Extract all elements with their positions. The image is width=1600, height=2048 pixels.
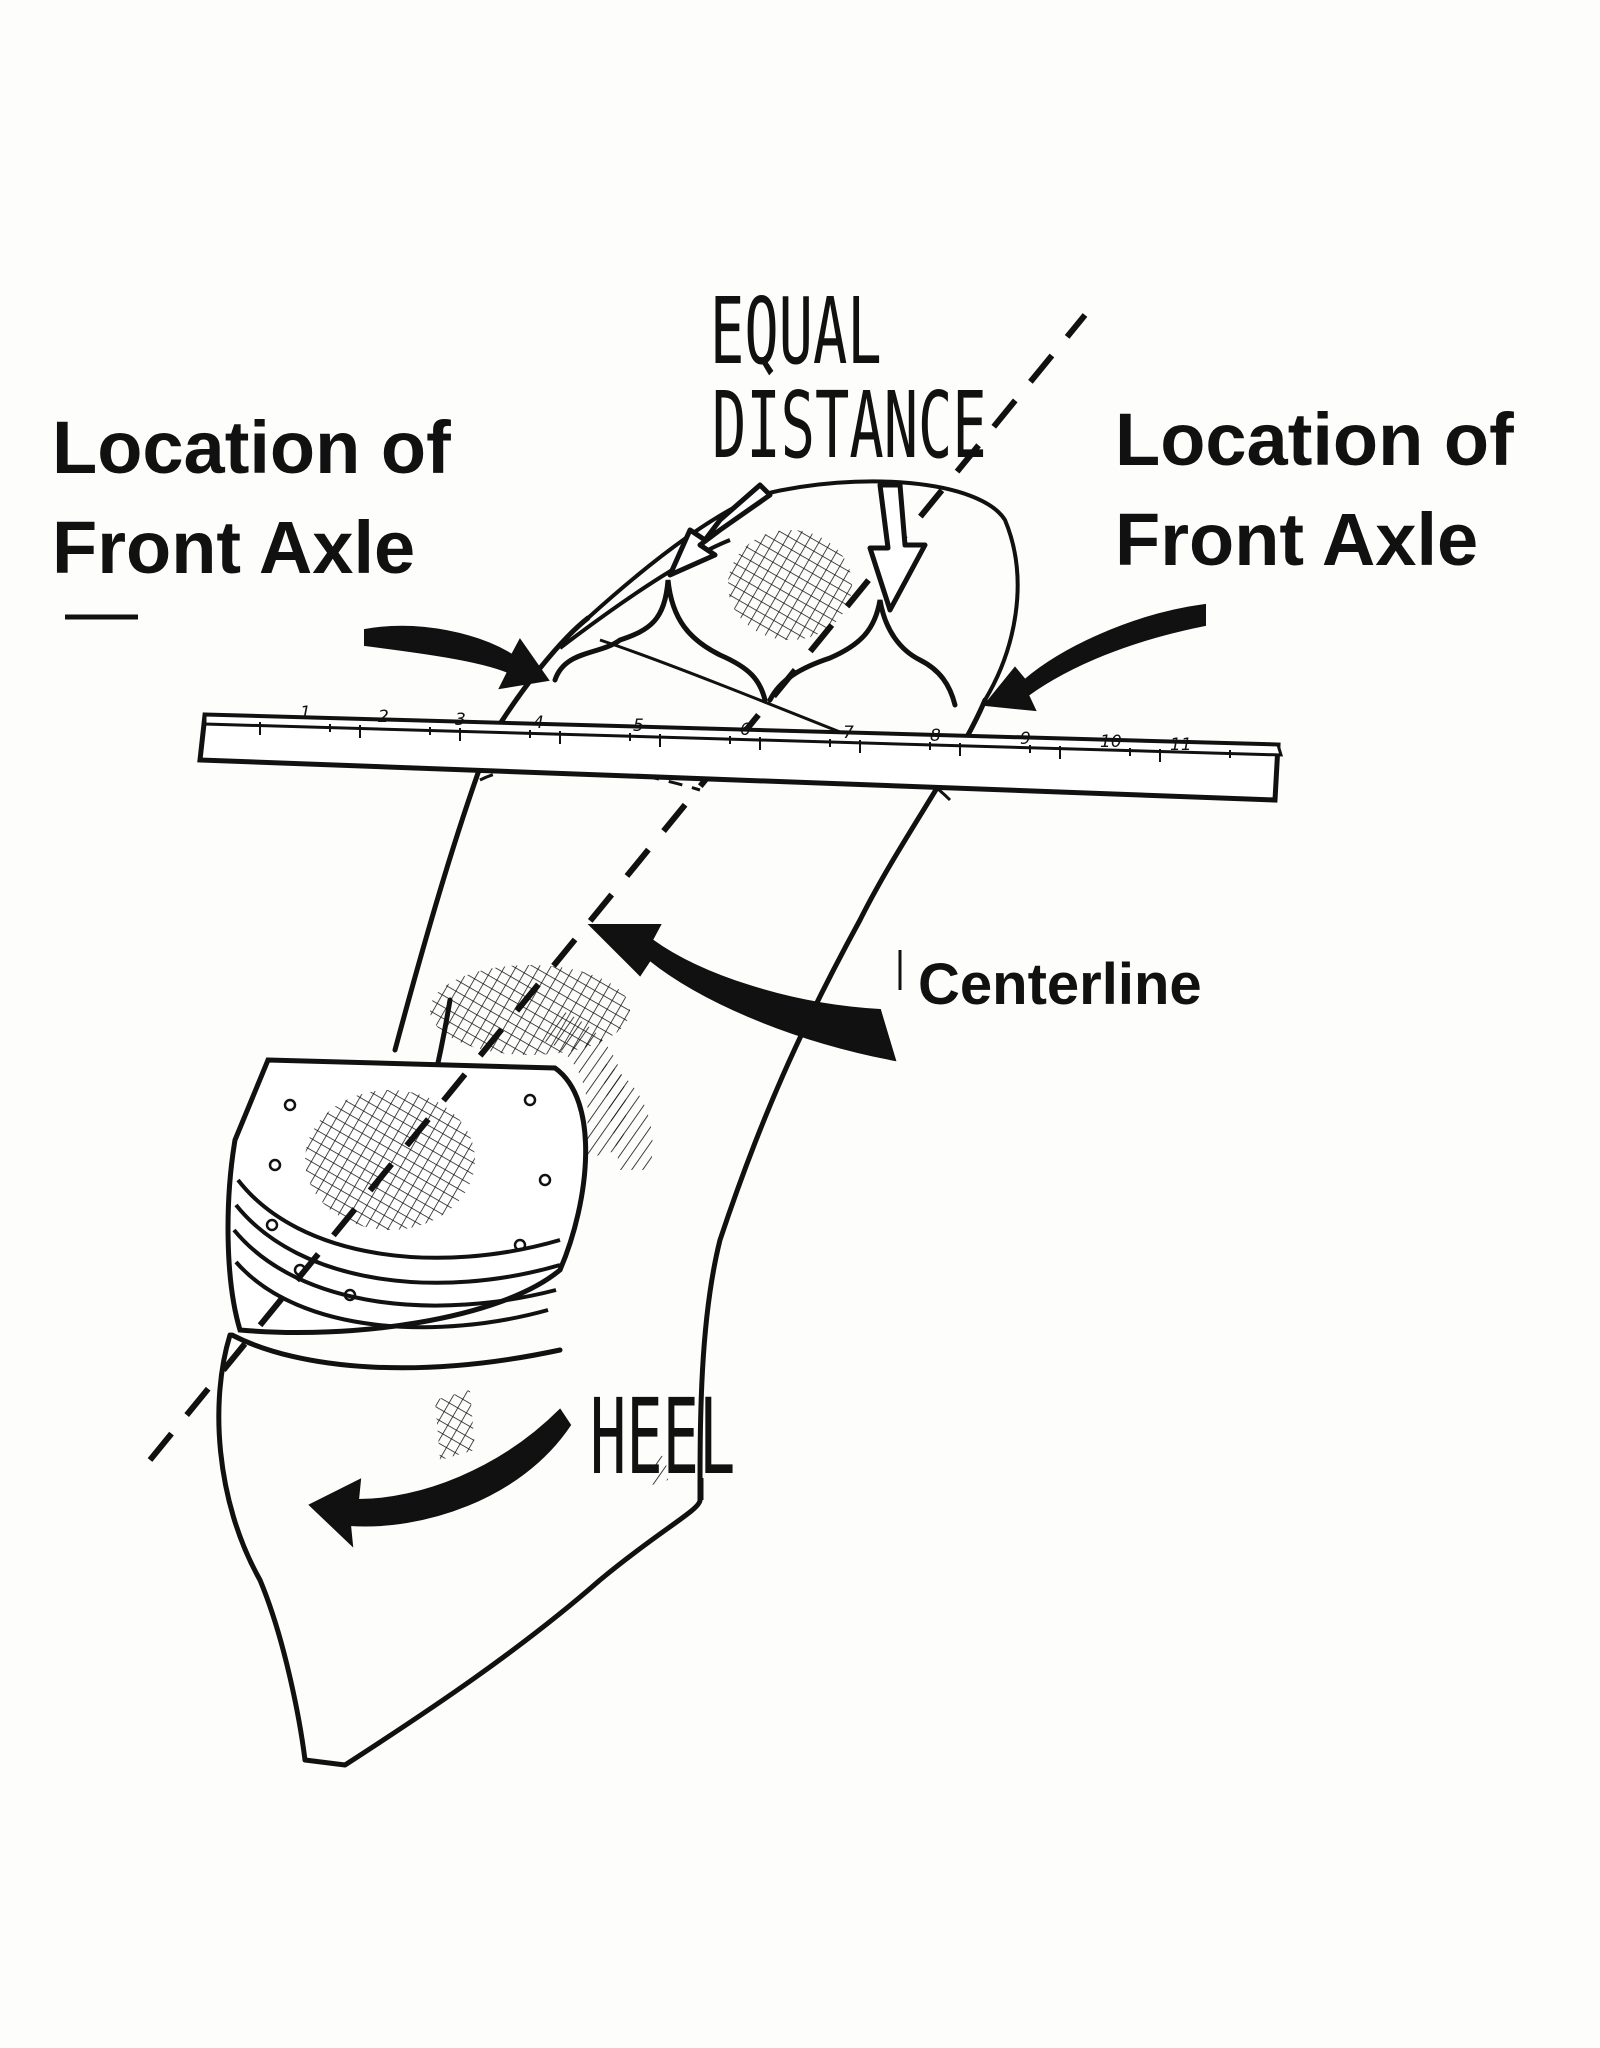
ruler-number: 11 [1170, 735, 1192, 755]
ruler-number: 6 [740, 720, 751, 740]
arrow-right-axle [983, 603, 1206, 712]
distance-label: DISTANCE [712, 372, 987, 479]
heel-label: HEEL [590, 1376, 736, 1498]
equal-distance-braces [552, 579, 958, 708]
ruler-number: 8 [930, 726, 941, 746]
ruler [197, 712, 1284, 803]
nail-holes [265, 1093, 552, 1302]
ruler-number: 7 [843, 723, 854, 743]
ruler-number: 9 [1020, 729, 1031, 749]
front-axle-label-left: Location of Front Axle [52, 398, 451, 598]
ruler-numbers: 1 2 3 4 5 6 7 8 9 10 11 [300, 703, 1192, 755]
front-axle-right-line1: Location of [1115, 398, 1514, 481]
front-axle-label-right: Location of Front Axle [1115, 390, 1514, 590]
heel-shading [305, 1090, 475, 1230]
centerline-label: Centerline [918, 952, 1202, 1017]
arrow-left-axle [364, 625, 550, 690]
bar-shading [540, 1010, 627, 1160]
equal-label: EQUAL [710, 278, 882, 385]
solid-arrows [308, 603, 1206, 1548]
ruler-number: 1 [300, 703, 311, 723]
arrow-heel [308, 1408, 572, 1548]
front-axle-right-line2: Front Axle [1115, 498, 1479, 581]
ruler-ticks [259, 722, 1231, 762]
toe-shading [728, 530, 852, 640]
ruler-number: 3 [455, 710, 466, 730]
equal-distance-arrows [667, 482, 928, 613]
arrow-centerline [587, 924, 897, 1062]
ruler-number: 5 [633, 716, 644, 736]
front-axle-left-line2: Front Axle [52, 506, 416, 589]
centerline [147, 313, 1088, 1462]
front-axle-left-line1: Location of [52, 406, 451, 489]
ruler-number: 4 [533, 713, 544, 733]
ruler-number: 2 [378, 707, 389, 727]
ruler-number: 10 [1100, 732, 1122, 752]
